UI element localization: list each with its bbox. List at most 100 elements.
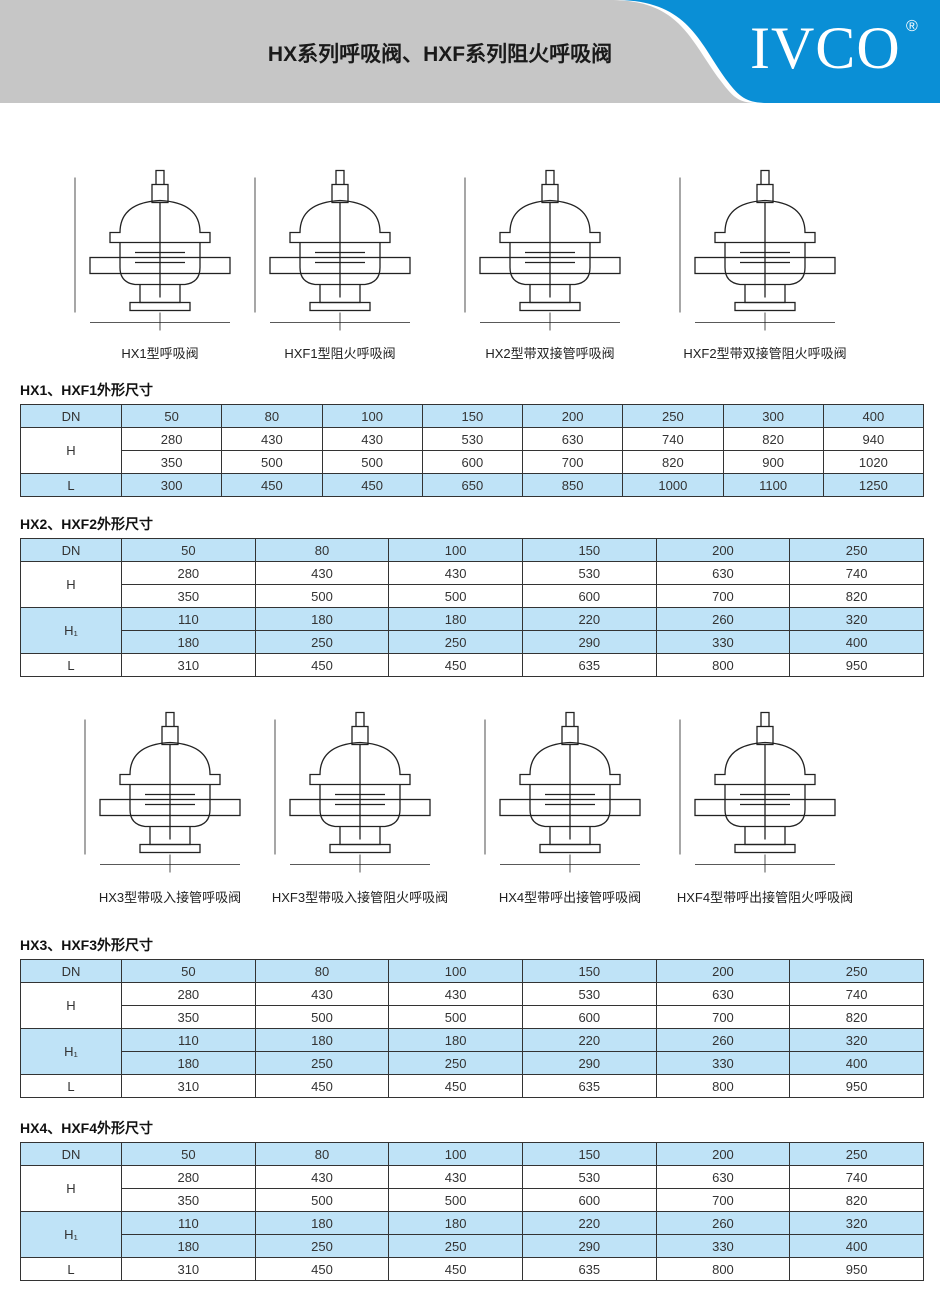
table-cell: 180 [388, 1211, 523, 1235]
table-cell: 500 [221, 450, 323, 474]
diagram-caption: HXF4型带呼出接管阻火呼吸阀 [676, 890, 854, 905]
table-cell: 635 [521, 653, 657, 677]
table-cell: 400 [789, 1051, 924, 1075]
table-cell: 630 [655, 982, 791, 1006]
table-cell: 430 [388, 561, 523, 585]
table-cell: 400 [822, 404, 925, 428]
table-cell: 600 [521, 1188, 657, 1212]
table-cell: 100 [388, 538, 523, 562]
table-cell: 100 [388, 959, 523, 983]
table-cell: 450 [254, 1074, 390, 1098]
table-cell: 450 [254, 653, 390, 677]
valve-diagram [260, 702, 460, 882]
table-cell: 400 [789, 630, 924, 654]
registered-mark: ® [906, 18, 918, 35]
valve-diagram [450, 160, 650, 340]
table-cell: 350 [121, 1005, 256, 1029]
table-cell: 290 [521, 1234, 657, 1258]
table-cell: 650 [421, 473, 524, 497]
table-cell: 180 [254, 1028, 390, 1052]
table-cell: 350 [121, 1188, 256, 1212]
header-banner-shape [610, 0, 940, 103]
table-cell: 200 [521, 404, 624, 428]
table-cell: 300 [722, 404, 824, 428]
table-cell: 150 [421, 404, 524, 428]
table-cell: 950 [789, 1257, 924, 1281]
table-cell: 250 [388, 1051, 523, 1075]
table-cell: 630 [655, 1165, 791, 1189]
table-cell: 630 [655, 561, 791, 585]
table-cell: 530 [521, 1165, 657, 1189]
table-cell: 50 [121, 538, 256, 562]
table-cell: 330 [655, 1234, 791, 1258]
table-cell: 430 [254, 561, 390, 585]
table-cell: 450 [321, 473, 423, 497]
table-cell: 450 [388, 1074, 523, 1098]
table-cell: 800 [655, 1074, 791, 1098]
table-cell: 150 [521, 959, 657, 983]
table-cell: 740 [789, 1165, 924, 1189]
table-cell: 500 [388, 1005, 523, 1029]
table-cell: 200 [655, 538, 791, 562]
table-cell: 250 [388, 1234, 523, 1258]
table-cell: 50 [120, 404, 223, 428]
table-cell: 950 [789, 653, 924, 677]
table-cell: 820 [789, 1005, 924, 1029]
table-cell: 80 [254, 1142, 390, 1166]
row-label: H [20, 427, 122, 474]
table-cell: 250 [388, 630, 523, 654]
table-cell: 320 [789, 607, 924, 631]
row-label: H₁ [20, 607, 122, 654]
table-cell: 500 [388, 584, 523, 608]
row-label: H₁ [20, 1028, 122, 1075]
table-cell: 180 [254, 607, 390, 631]
row-label: L [20, 653, 122, 677]
table-cell: 500 [321, 450, 423, 474]
row-label: L [20, 1257, 122, 1281]
table-cell: 450 [254, 1257, 390, 1281]
table-cell: 80 [254, 959, 390, 983]
table-cell: 350 [121, 584, 256, 608]
table-cell: 700 [655, 1188, 791, 1212]
table-cell: 600 [521, 1005, 657, 1029]
table-cell: 310 [121, 1257, 256, 1281]
table-cell: 820 [789, 584, 924, 608]
row-label: DN [20, 1142, 122, 1166]
table-cell: 700 [521, 450, 624, 474]
table-cell: 400 [789, 1234, 924, 1258]
table-cell: 50 [121, 959, 256, 983]
table-cell: 180 [121, 1051, 256, 1075]
table-cell: 350 [120, 450, 223, 474]
table-cell: 100 [388, 1142, 523, 1166]
table-cell: 820 [722, 427, 824, 451]
table-cell: 330 [655, 1051, 791, 1075]
table-cell: 180 [121, 630, 256, 654]
table-cell: 450 [221, 473, 323, 497]
table-cell: 820 [622, 450, 724, 474]
valve-diagram [665, 702, 865, 882]
table-cell: 310 [121, 653, 256, 677]
page-header: HX系列呼吸阀、HXF系列阻火呼吸阀 IVCO ® [0, 0, 940, 103]
table-cell: 635 [521, 1257, 657, 1281]
table-cell: 250 [254, 1051, 390, 1075]
table-cell: 330 [655, 630, 791, 654]
diagram-caption: HX3型带吸入接管呼吸阀 [98, 890, 242, 905]
table-cell: 260 [655, 1211, 791, 1235]
